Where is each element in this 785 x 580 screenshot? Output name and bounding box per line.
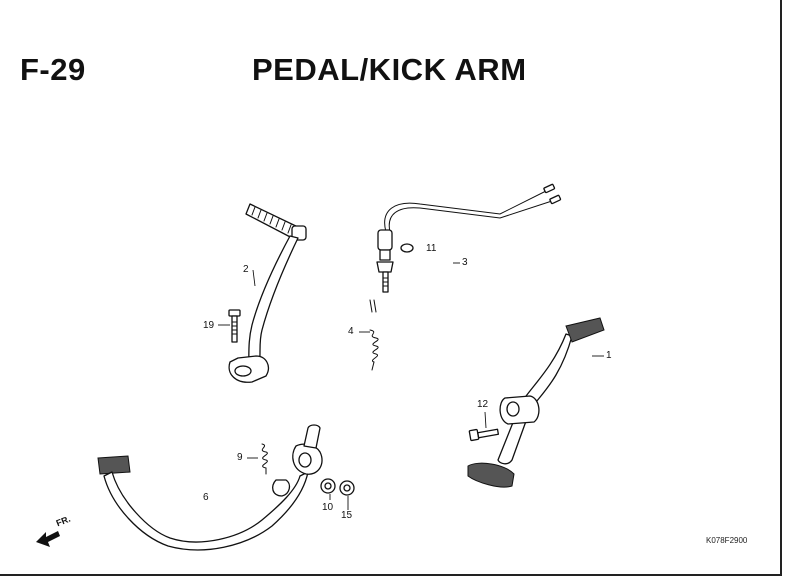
part-label-6: 6 <box>203 492 209 503</box>
part-label-19: 19 <box>203 320 215 331</box>
leader-lines <box>218 262 604 510</box>
part-label-9: 9 <box>237 452 243 463</box>
part-label-10: 10 <box>322 502 334 513</box>
part-label-4: 4 <box>348 326 354 337</box>
part-label-2: 2 <box>243 264 249 275</box>
front-arrow-icon <box>36 531 60 547</box>
switch-cable-part-3 <box>376 183 562 293</box>
part-label-1: 1 <box>606 350 612 361</box>
spring-part-9 <box>261 443 268 475</box>
bolt-part-19 <box>228 309 241 343</box>
washer-part-10 <box>320 478 336 494</box>
reference-code: K078F2900 <box>706 536 748 545</box>
brake-pedal-part-1 <box>467 317 605 488</box>
spring-part-4 <box>369 299 379 371</box>
part-label-15: 15 <box>341 510 353 521</box>
bolt-part-12 <box>468 428 500 442</box>
pedal-arm-part-6 <box>97 424 323 551</box>
part-label-3: 3 <box>462 257 468 268</box>
section-code: F-29 <box>20 52 86 87</box>
circlip-part-15 <box>339 480 355 496</box>
kick-arm-part-2 <box>228 203 307 383</box>
part-label-12: 12 <box>477 399 489 410</box>
clip-part-11 <box>400 243 414 253</box>
part-label-11: 11 <box>426 243 437 254</box>
page-title: PEDAL/KICK ARM <box>252 52 527 87</box>
